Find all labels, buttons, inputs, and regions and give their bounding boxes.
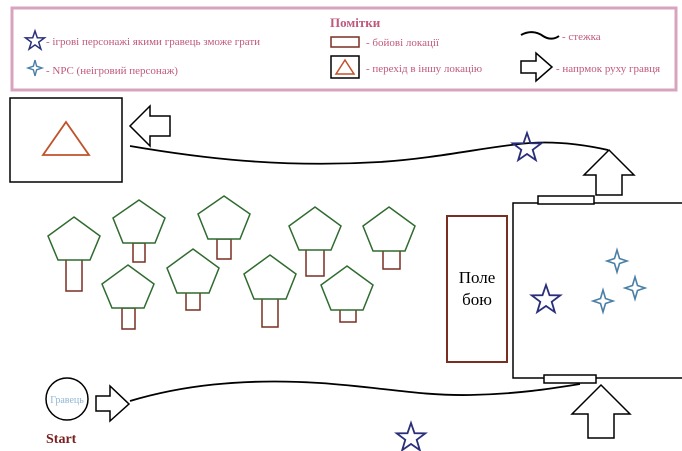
legend-border (10, 6, 678, 92)
start-label: Start (46, 432, 77, 447)
battle-field-label-line2: бою (462, 290, 492, 309)
transition-box (9, 97, 123, 183)
direction-arrow-left-icon (128, 104, 171, 148)
tree (112, 199, 166, 263)
direction-arrow-up-top-icon (582, 148, 636, 196)
npc-star-icon (622, 274, 648, 302)
legend-battle-location-icon (330, 36, 360, 48)
location-transition (9, 97, 123, 183)
main-area-box (512, 202, 682, 379)
battle-field-box (446, 215, 508, 363)
player-start: Гравець Start (45, 377, 89, 447)
main-area (512, 195, 682, 384)
path-bottom (129, 380, 581, 402)
legend-playable-characters-label: - ігрові персонажі якими гравець зможе г… (46, 36, 260, 48)
legend-npc-star-icon (25, 59, 45, 77)
legend-path-icon (520, 31, 560, 40)
tree (320, 265, 374, 323)
legend: Помітки - ігрові персонажі якими гравець… (10, 6, 678, 92)
bottom-door (543, 374, 597, 384)
npc-star-icon (590, 287, 616, 315)
tree (101, 264, 155, 330)
battle-field: Поле бою (446, 215, 508, 363)
legend-playable-star-icon (23, 28, 47, 52)
direction-arrow-up-bottom-icon (570, 383, 632, 439)
legend-transition-label: - перехід в іншу локацію (366, 63, 482, 75)
legend-direction-arrow-icon (520, 51, 554, 83)
playable-character-star-icon (510, 130, 544, 163)
forest (47, 195, 416, 330)
legend-battle-locations-label: - бойові локації (366, 37, 440, 49)
legend-npc-label: - NPC (неігровий персонаж) (46, 65, 178, 77)
transition-triangle-icon (41, 120, 91, 156)
tree (362, 206, 416, 270)
tree (197, 195, 251, 260)
path-top (129, 141, 609, 165)
battle-field-label-line1: Поле (459, 268, 496, 287)
tree (47, 216, 101, 292)
direction-arrow-right-icon (95, 384, 131, 423)
tree (288, 206, 342, 277)
legend-title: Помітки (330, 15, 381, 30)
playable-character-star-icon (394, 420, 428, 451)
legend-player-direction-label: - напрмок руху гравця (556, 63, 660, 75)
legend-path-label: - стежка (562, 31, 601, 43)
legend-transition-icon (330, 55, 360, 79)
tree (166, 248, 220, 311)
top-door (537, 195, 595, 205)
player-circle (45, 377, 89, 421)
player-label: Гравець (50, 395, 84, 406)
playable-character-star-icon (529, 282, 563, 315)
npc-star-icon (604, 247, 630, 275)
tree (243, 254, 297, 328)
